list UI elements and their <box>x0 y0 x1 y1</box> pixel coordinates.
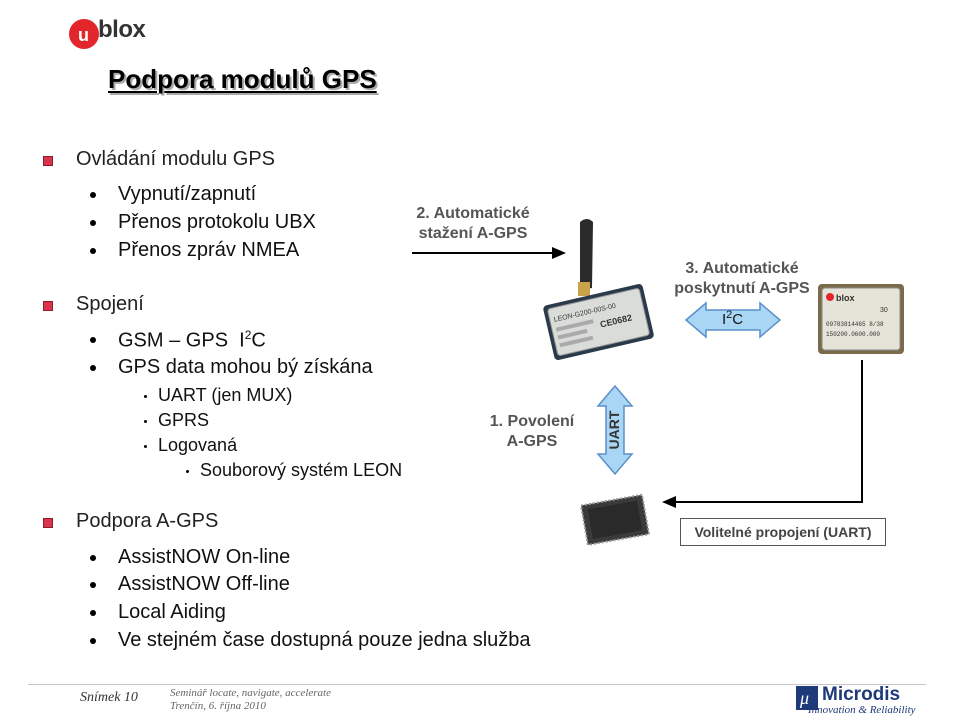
list-item: Přenos zpráv NMEA <box>90 239 299 262</box>
antenna-icon <box>578 219 593 296</box>
list-item: Vypnutí/zapnutí <box>90 183 256 206</box>
svg-text:u: u <box>78 25 89 45</box>
list-item: GPS data mohou bý získána <box>90 356 373 379</box>
list-item: Ve stejném čase dostupná pouze jedna slu… <box>90 629 531 652</box>
svg-text:30: 30 <box>880 307 888 314</box>
section-heading-ovladani: Ovládání modulu GPS <box>76 148 275 170</box>
svg-text:09783814465 8/38: 09783814465 8/38 <box>826 321 884 328</box>
slide-number: Snímek 10 <box>80 690 138 705</box>
list-item: AssistNOW On-line <box>90 546 290 569</box>
list-item-gsm-gps: GSM – GPS I2C <box>90 328 266 353</box>
i2c-label: I2C <box>722 309 744 328</box>
page-title: Podpora modulů GPS <box>108 64 377 94</box>
ublox-logo: u blox <box>68 14 168 54</box>
list-item: AssistNOW Off-line <box>90 573 290 596</box>
section-heading-spojeni: Spojení <box>76 293 144 315</box>
ublox-logo-text: blox <box>98 16 146 43</box>
section-heading-agps: Podpora A-GPS <box>76 510 219 532</box>
bullet-square <box>43 156 53 166</box>
optional-connection-arrow <box>662 360 863 508</box>
arrow-download <box>412 247 566 259</box>
footer-divider <box>28 684 926 685</box>
processor-chip-icon <box>579 493 651 547</box>
leon-module-icon: LEON-G200-00S-00 CE0682 <box>543 284 654 360</box>
bullet-square <box>43 518 53 528</box>
sub-sub-list-item: Souborový systém LEON <box>186 460 402 481</box>
i2c-double-arrow <box>684 301 782 339</box>
optional-connection-box: Volitelné propojení (UART) <box>680 518 886 546</box>
uart-label: UART <box>606 410 622 450</box>
microdis-logo-icon: μ <box>796 686 818 710</box>
microdis-tagline: Innovation & Reliability <box>808 704 916 716</box>
uart-double-arrow <box>596 384 634 476</box>
list-item: Přenos protokolu UBX <box>90 211 316 234</box>
ublox-logo-mark: u <box>69 19 99 49</box>
microdis-logo-text: Microdis <box>822 684 901 705</box>
sub-list-item: Logovaná <box>144 435 237 456</box>
bullet-square <box>43 301 53 311</box>
svg-text:μ: μ <box>799 688 809 708</box>
sub-list-item: UART (jen MUX) <box>144 385 292 406</box>
svg-text:150200.0600.000: 150200.0600.000 <box>826 331 880 338</box>
list-item: Local Aiding <box>90 601 226 624</box>
sub-list-item: GPRS <box>144 410 209 431</box>
svg-text:blox: blox <box>836 293 855 303</box>
gps-module-icon: blox 30 09783814465 8/38 150200.0600.000 <box>818 284 904 354</box>
